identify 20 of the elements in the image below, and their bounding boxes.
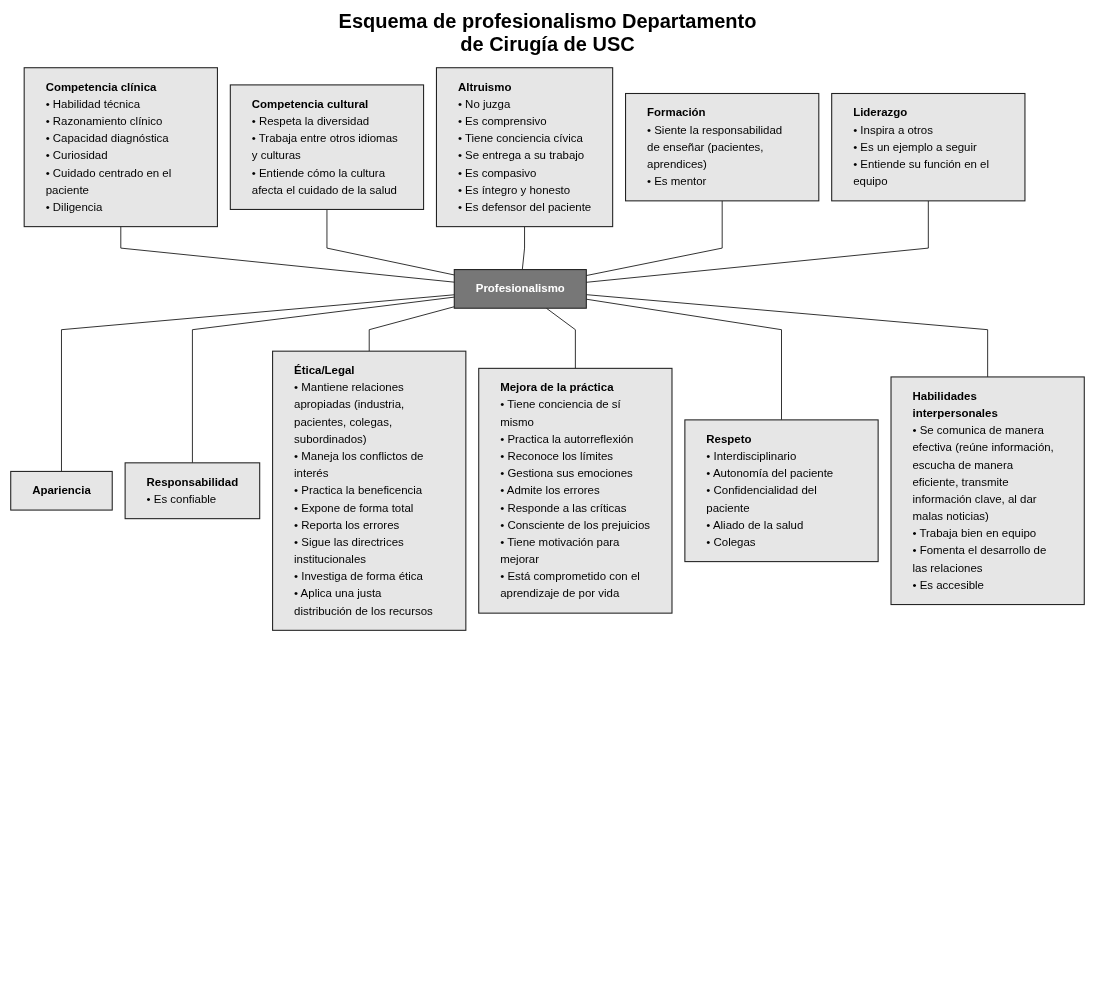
node-box: Formación • Siente la responsabilidad de enseñar (pacientes, aprendices) • Es mentor [625, 92, 820, 202]
node-box: Profesionalismo [453, 269, 587, 309]
connector [326, 209, 455, 276]
node-box: Ética/Legal • Mantiene relaciones apropiadas (industria, pacientes, colegas, subordinados) • Maneja los conflictos de interés • Practica la beneficencia • Expone de forma total • Reporta los errores • Sigue las directrices institucionales • Investiga de forma ética • Aplica una justa distribución de los recursos [272, 350, 467, 631]
connector [545, 307, 576, 369]
connector [120, 226, 455, 283]
connector [521, 226, 525, 270]
node-box: Responsabilidad • Es confiable [124, 462, 261, 520]
node-box: Competencia cultural • Respeta la diversidad • Trabaja entre otros idiomas y culturas • Entiende cómo la cultura afecta el cuidado de la salud [229, 84, 425, 210]
node-box: Habilidades interpersonales • Se comunica de manera efectiva (reúne información, escucha de manera eficiente, transmite información clave, al dar malas noticias) • Trabaja bien en equipo • Fomenta el desarrollo de las relaciones • Es accesible [890, 376, 1085, 606]
node-box: Altruismo • No juzga • Es comprensivo • Tiene conciencia cívica • Se entrega a su trabajo • Es compasivo • Es íntegro y honesto • Es defensor del paciente [435, 67, 614, 228]
node-box: Liderazgo • Inspira a otros • Es un ejemplo a seguir • Entiende su función en el equipo [831, 92, 1026, 202]
node-box: Competencia clínica • Habilidad técnica • Razonamiento clínico • Capacidad diagnóstica • Curiosidad • Cuidado centrado en el paciente • Diligencia [23, 67, 218, 228]
node-box: Respeto • Interdisciplinario • Autonomía del paciente • Confidencialidad del paciente • Aliado de la salud • Colegas [684, 419, 879, 563]
node-box: Mejora de la práctica • Tiene conciencia de sí mismo • Practica la autorreflexión • Reconoce los límites • Gestiona sus emociones • Admite los errores • Responde a las críticas • Consciente de los prejuicios • Tiene motivación para mejorar • Está comprometido con el aprendizaje de por vida [478, 367, 673, 614]
diagram-title: Esquema de profesionalismo Departamento de Cirugía de USC [337, 10, 758, 56]
connector [368, 306, 455, 352]
node-box: Apariencia [10, 470, 113, 511]
connector [192, 296, 455, 464]
connector [61, 294, 455, 472]
